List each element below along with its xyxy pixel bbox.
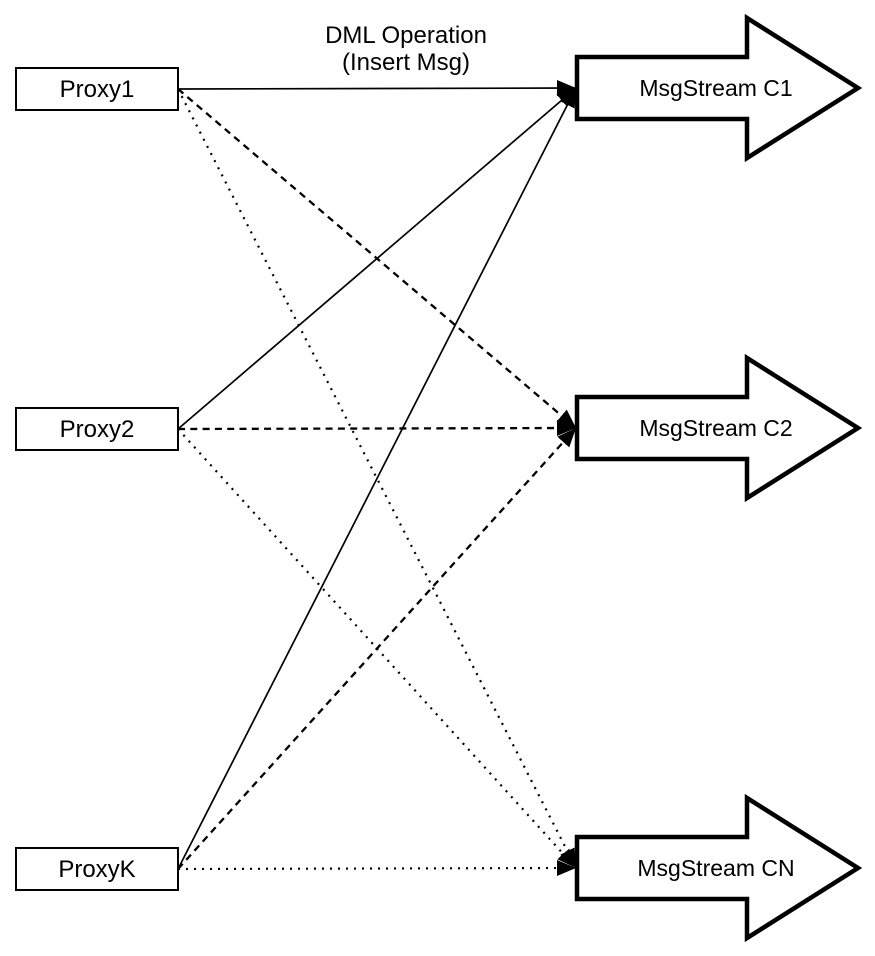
msgstream-c2-arrow-shape <box>574 353 863 503</box>
edge-proxy1-to-cn <box>177 88 577 869</box>
proxyk-box <box>15 847 179 891</box>
edge-proxyk-to-cn <box>177 860 577 877</box>
diagram-title-line1: DML Operation <box>325 22 487 49</box>
msgstream-c1-label: MsgStream C1 <box>639 75 792 101</box>
proxy2-label: Proxy2 <box>60 416 135 443</box>
edge-proxy2-to-cn <box>177 428 577 869</box>
proxyk-node: ProxyK <box>15 847 179 891</box>
msgstream-c1-node: MsgStream C1 <box>574 13 863 163</box>
edges-layer <box>177 80 577 877</box>
edge-proxy1-to-c2 <box>177 88 577 429</box>
msgstream-cn-label: MsgStream CN <box>637 855 794 881</box>
msgstream-c1-arrow-shape <box>574 13 863 163</box>
msgstream-cn-node: MsgStream CN <box>574 793 863 943</box>
proxy1-box <box>15 67 179 111</box>
msgstream-c2-node: MsgStream C2 <box>574 353 863 503</box>
proxyk-label: ProxyK <box>58 856 135 883</box>
edge-proxy1-to-c1 <box>177 80 577 97</box>
proxy1-node: Proxy1 <box>15 67 179 111</box>
proxy2-node: Proxy2 <box>15 407 179 451</box>
edge-proxyk-to-c1 <box>177 87 577 870</box>
msgstream-cn-arrow-shape <box>574 793 863 943</box>
edge-proxy2-to-c2 <box>177 420 577 437</box>
diagram-title-line2: (Insert Msg) <box>342 49 470 76</box>
msgstream-c2-label: MsgStream C2 <box>639 415 792 441</box>
proxy1-label: Proxy1 <box>60 76 135 103</box>
proxy2-box <box>15 407 179 451</box>
